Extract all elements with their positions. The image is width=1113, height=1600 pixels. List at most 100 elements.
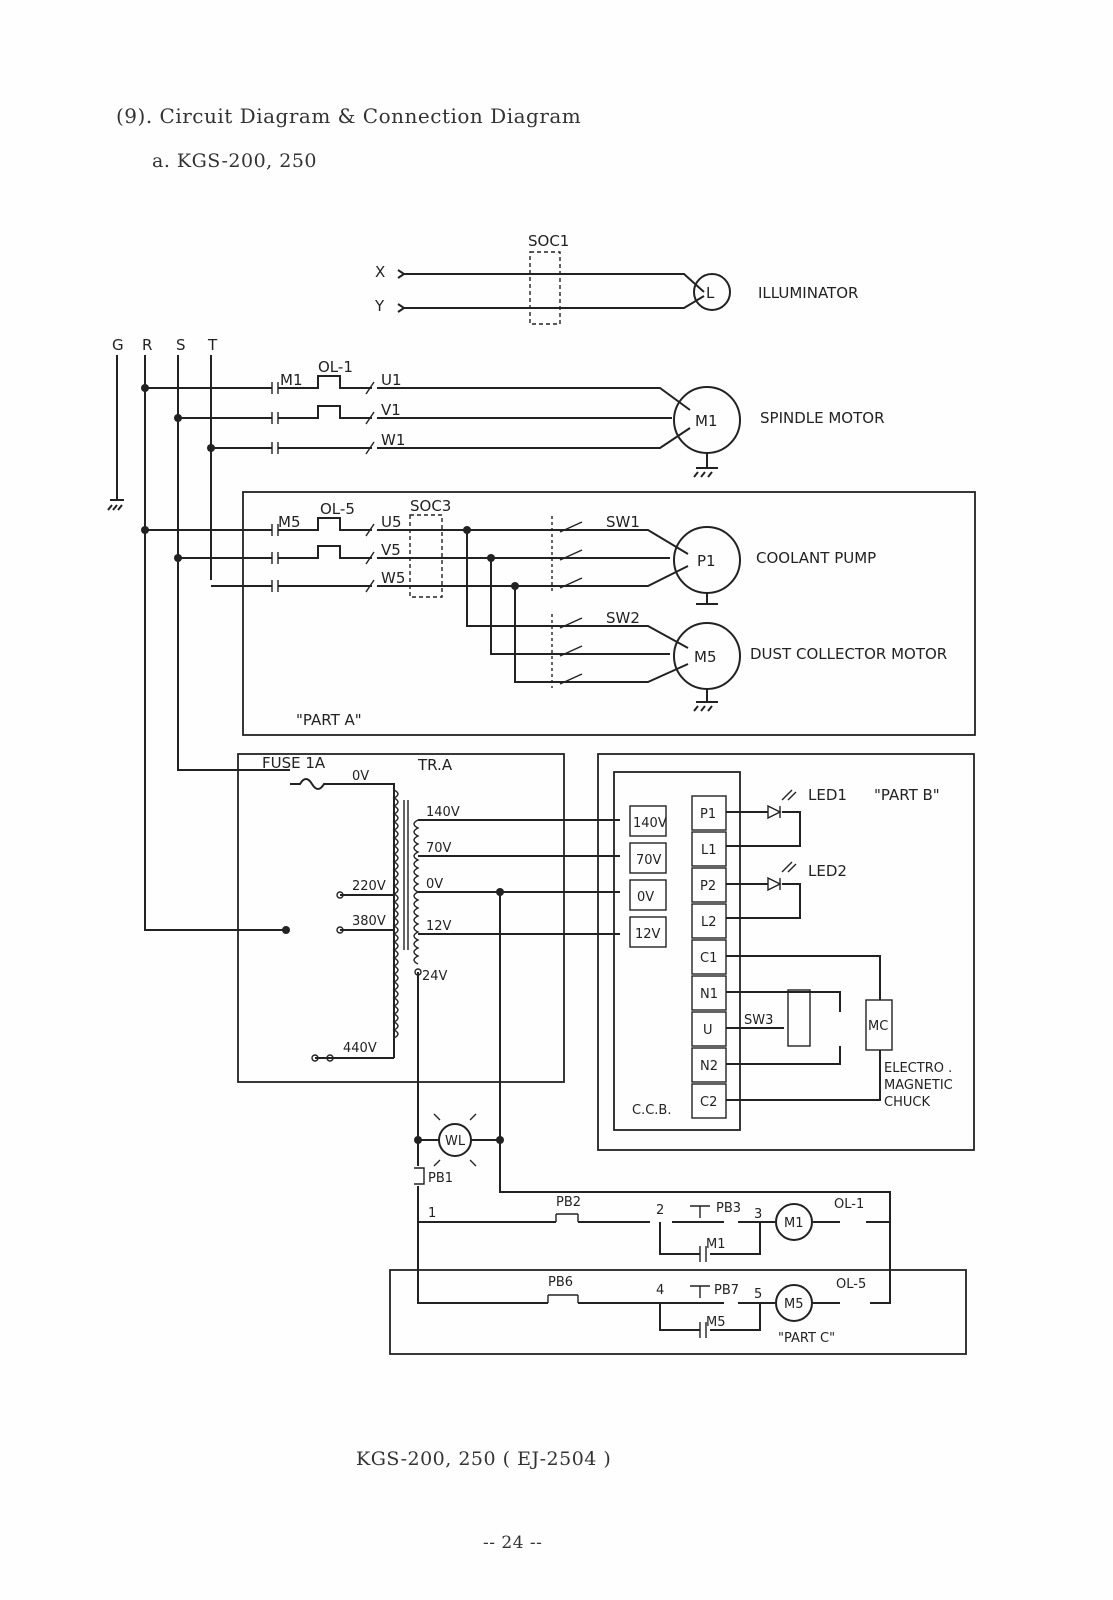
secondary-12v: 12V	[426, 919, 452, 934]
control-circuit: WL PB1 1 PB2 2 PB3 3 M1 OL-1 M1	[414, 1113, 891, 1304]
part-b-box	[597, 753, 975, 1151]
terminal-p2: P2	[700, 879, 716, 894]
primary-440v: 440V	[343, 1041, 377, 1056]
m1-coil-symbol	[775, 1203, 813, 1241]
node-4: 4	[656, 1283, 664, 1298]
pb7-symbol	[690, 1285, 710, 1298]
m1-contact-label: M1	[706, 1237, 726, 1252]
pb2-label: PB2	[556, 1195, 581, 1210]
primary-380v: 380V	[352, 914, 386, 929]
terminal-c2: C2	[700, 1095, 717, 1110]
label-s: S	[176, 336, 186, 354]
pb6-label: PB6	[548, 1275, 573, 1290]
terminal-l1: L1	[701, 843, 717, 858]
led2-label: LED2	[808, 862, 847, 880]
m1-holding-branch	[659, 1222, 761, 1255]
label-g: G	[112, 336, 124, 354]
spindle-motor-label: SPINDLE MOTOR	[760, 409, 885, 427]
pb2-symbol	[555, 1213, 579, 1222]
transformer-name: TR.A	[417, 756, 453, 774]
input-140v: 140V	[633, 816, 667, 831]
coolant-pump-id: P1	[697, 552, 716, 570]
ol1-label: OL-1	[318, 358, 353, 376]
ground-line	[107, 355, 124, 511]
input-70v: 70V	[636, 853, 662, 868]
sw3-label: SW3	[744, 1013, 773, 1028]
led1-wiring	[726, 811, 801, 847]
label-t: T	[207, 336, 218, 354]
secondary-coil	[413, 819, 420, 965]
mc-label: MC	[868, 1019, 888, 1034]
m5-holding-branch	[659, 1303, 761, 1331]
model-subtitle: a. KGS-200, 250	[152, 150, 318, 172]
pb1-label: PB1	[428, 1171, 453, 1186]
secondary-140v: 140V	[426, 805, 460, 820]
chuck-wiring	[726, 955, 881, 1065]
chuck-label-2: MAGNETIC	[884, 1078, 953, 1093]
led2-icon	[767, 861, 797, 892]
pb3-label: PB3	[716, 1201, 741, 1216]
section-title: (9). Circuit Diagram & Connection Diagra…	[116, 104, 582, 128]
pb6-symbol	[547, 1294, 579, 1303]
part-a: "PART A" M5 OL-5 U5 V5 W5 SOC3 SW1 SW2	[141, 491, 976, 736]
page-number: -- 24 --	[483, 1533, 543, 1553]
secondary-24v: 24V	[422, 969, 448, 984]
transformer-core	[403, 800, 409, 950]
secondary-taps	[418, 819, 620, 935]
part-a-box	[242, 491, 976, 736]
primary-coil	[392, 789, 399, 1039]
illuminator-wires	[404, 273, 705, 309]
soc1-label: SOC1	[528, 232, 569, 250]
w1-label: W1	[381, 431, 405, 449]
part-c: "PART C" PB6 4 PB7 5 M5 OL-5 M5	[389, 1269, 967, 1355]
control-wires	[417, 1140, 891, 1304]
terminal-u: U	[703, 1023, 713, 1038]
label-y: Y	[374, 297, 385, 315]
m1-control-rung	[418, 1192, 891, 1223]
sw1-label: SW1	[606, 513, 640, 531]
part-b: C.C.B. "PART B" 140V 70V 0V 12V	[597, 753, 975, 1151]
spindle-motor-id: M1	[695, 412, 718, 430]
chuck-label-1: ELECTRO .	[884, 1061, 952, 1076]
pb1-symbol	[414, 1167, 425, 1185]
illuminator-circuit: X Y SOC1 L ILLUMINATOR	[374, 232, 858, 325]
primary-220v: 220V	[352, 879, 386, 894]
terminal-n2: N2	[700, 1059, 718, 1074]
part-a-label: "PART A"	[296, 711, 362, 729]
spindle-wire-u	[145, 375, 691, 411]
ccb-box	[613, 771, 741, 1131]
m5-coil-label: M5	[784, 1297, 804, 1312]
label-x: X	[375, 263, 385, 281]
transformer-box	[237, 753, 565, 1083]
node-1: 1	[428, 1206, 436, 1221]
input-12v: 12V	[635, 927, 661, 942]
sw3-switch	[787, 989, 811, 1047]
lamp-label: L	[706, 284, 715, 302]
spindle-circuit: M1 OL-1 U1 V1 W1 M1 SPINDLE MOTOR	[141, 358, 885, 478]
soc3-socket	[409, 514, 443, 598]
ccb-output-terminals: P1 L1 P2 L2 C1 N1 U N2 C2	[691, 795, 727, 1119]
spindle-wire-w	[211, 427, 691, 449]
illuminator-label: ILLUMINATOR	[758, 284, 858, 302]
soc1-socket	[529, 251, 561, 325]
terminal-c1: C1	[700, 951, 717, 966]
figure-caption: KGS-200, 250 ( EJ-2504 )	[356, 1448, 612, 1470]
terminal-l2: L2	[701, 915, 717, 930]
secondary-0v: 0V	[426, 877, 443, 892]
led1-label: LED1	[808, 786, 847, 804]
work-light-symbol	[438, 1123, 472, 1157]
ol5-label: OL-5	[320, 500, 355, 518]
node-2: 2	[656, 1203, 664, 1218]
terminal-p1: P1	[700, 807, 716, 822]
dust-motor-id: M5	[694, 648, 717, 666]
v5-label: V5	[381, 541, 401, 559]
u5-label: U5	[381, 513, 402, 531]
lamp-symbol	[693, 273, 731, 311]
control-supply-wires	[417, 892, 501, 1140]
m5-contact-label: M5	[706, 1315, 726, 1330]
switch-blades	[559, 521, 583, 685]
led2-wiring	[726, 883, 801, 919]
node-5: 5	[754, 1287, 762, 1302]
junction-380v	[282, 926, 290, 934]
